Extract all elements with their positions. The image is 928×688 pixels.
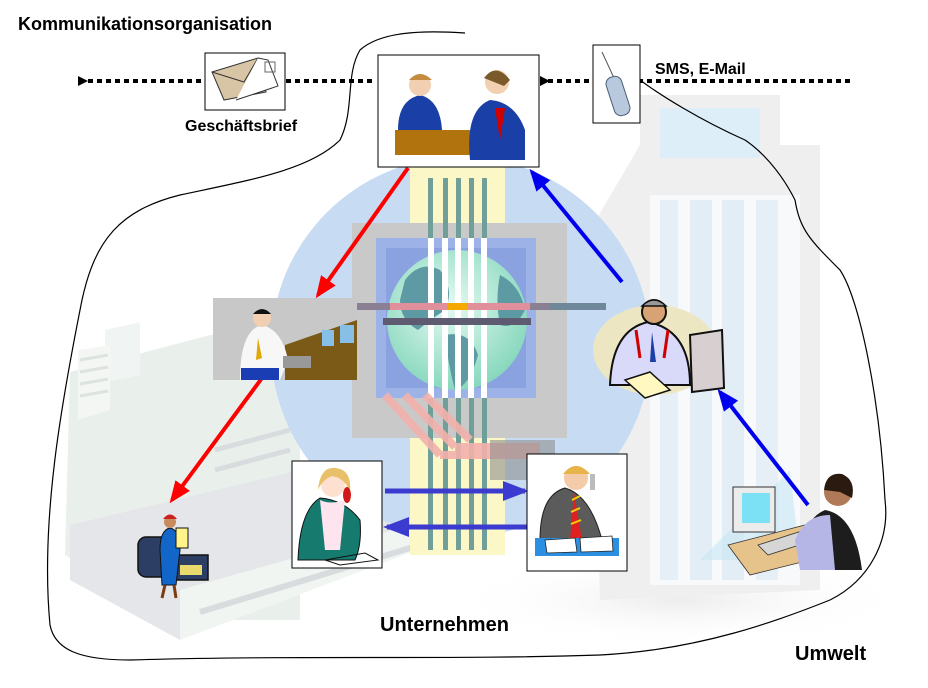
flow-management-to-control — [315, 166, 410, 299]
flow-customer-to-office — [717, 388, 810, 507]
person-typing-at-computer-icon — [727, 473, 862, 576]
printing-press-worker-icon — [137, 514, 209, 599]
diagram-title: Kommunikationsorganisation — [18, 14, 273, 34]
enterprise-boundary — [46, 31, 887, 661]
mobile-phone-icon — [592, 44, 641, 124]
woman-on-phone-icon — [291, 460, 383, 569]
operator-on-phone-at-console-icon — [213, 298, 357, 380]
sms-email-label: SMS, E-Mail — [655, 61, 746, 78]
man-writing-at-computer-icon — [593, 299, 726, 399]
man-on-phone-at-desk-icon — [526, 453, 628, 572]
envelope-letter-icon — [204, 52, 286, 111]
flow-office-to-management — [529, 168, 624, 284]
two-businessmen-at-desk-icon — [377, 54, 540, 168]
environment-label: Umwelt — [795, 643, 867, 665]
flow-control-to-production — [169, 376, 264, 504]
enterprise-label: Unternehmen — [380, 614, 509, 636]
network-hub-graphic — [271, 157, 651, 555]
letter-label: Geschäftsbrief — [185, 118, 298, 135]
